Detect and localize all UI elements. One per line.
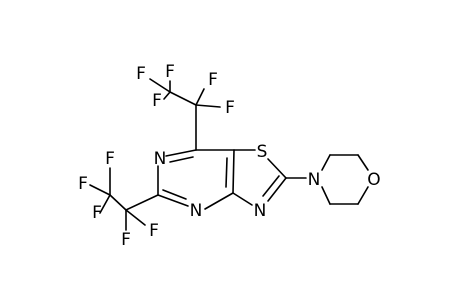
bond-cf3-upper-f-lower [163, 91, 171, 100]
atom-ring-nitrogen-upper: N [154, 149, 167, 169]
bond-n4-c5-double [162, 189, 187, 200]
bond-cf3-lower-f-left [89, 184, 111, 196]
atom-fluorine-lower-cf2-bottom: F [121, 230, 131, 250]
bond-layer [89, 78, 369, 231]
atom-fluorine-upper-cf2-right: F [225, 98, 235, 118]
bond-cf3-lower-f-bottom [99, 194, 111, 214]
atom-thiazole-nitrogen: N [254, 201, 267, 221]
bond-morph-n-upper [321, 154, 331, 171]
bond-c7a-c3a [232, 149, 235, 194]
bond-cf2-upper-f-right [195, 104, 221, 108]
bond-c2-n3 [267, 177, 287, 202]
atom-fluorine-lower-cf3-bottom: F [92, 203, 102, 223]
bond-cf2-upper-cf3 [169, 91, 197, 106]
bond-n3-c3a [232, 192, 253, 206]
bond-cf2-lower-cf3 [109, 194, 127, 211]
atom-label-layer: S N N N N O F F F F F F F F F F [78, 62, 381, 250]
bond-morph-top-o [357, 154, 369, 171]
bond-c2-n3-double [262, 175, 280, 197]
bond-morph-o-bottom [357, 186, 369, 205]
atom-fluorine-lower-cf3-left: F [78, 174, 88, 194]
bond-s-c2 [267, 158, 287, 179]
bond-cf3-upper-f-left [149, 78, 171, 93]
atom-fluorine-lower-cf3-top: F [105, 149, 115, 169]
atom-fluorine-upper-cf2-top: F [208, 70, 218, 90]
bond-cf2-lower-f-right [125, 209, 146, 226]
atom-fluorine-upper-cf3-top: F [165, 62, 175, 82]
atom-ring-nitrogen-lower: N [190, 201, 203, 221]
bond-n6-c7-double [169, 156, 194, 163]
bond-cf2-upper-f-top [195, 88, 205, 106]
bond-n4-c5 [157, 194, 189, 207]
bond-c5-cf2-lower [125, 194, 159, 211]
atom-fluorine-lower-cf2-right: F [149, 221, 159, 241]
bond-n6-c7 [165, 149, 197, 157]
atom-sulfur: S [257, 142, 268, 162]
bond-c3a-n4 [204, 192, 234, 210]
atom-fluorine-upper-cf3-lower: F [152, 91, 162, 111]
bond-morph-lower-n [321, 186, 331, 205]
atom-morpholine-oxygen: O [367, 170, 380, 190]
bond-c3a-c3a-inner [225, 157, 228, 188]
atom-fluorine-upper-cf3-left: F [136, 64, 146, 84]
atom-morpholine-nitrogen: N [308, 170, 321, 190]
